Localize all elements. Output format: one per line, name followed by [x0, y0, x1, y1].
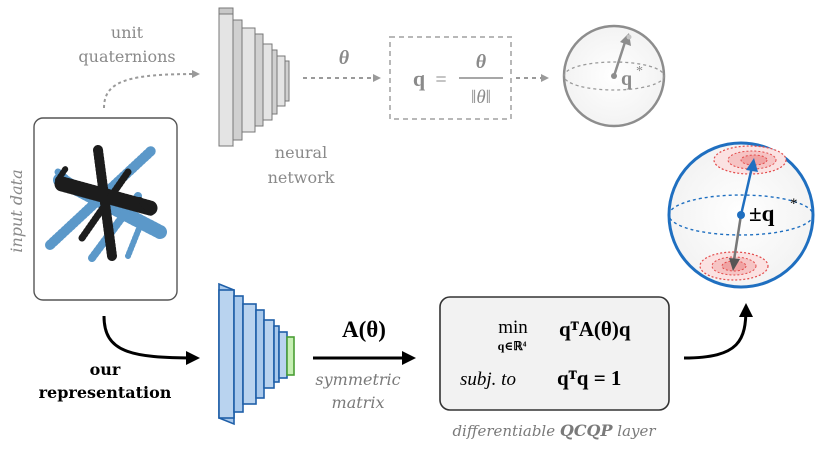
- qcqp-min: min: [498, 317, 528, 338]
- formula-denominator: ‖θ‖: [471, 87, 491, 108]
- neural-network-label-2: network: [268, 168, 335, 187]
- top-sphere: [562, 24, 666, 128]
- result-sphere: [667, 141, 815, 289]
- black-airplane-pointcloud: [54, 145, 158, 261]
- top-sphere-label-sup: *: [636, 64, 643, 79]
- top-sphere-label: q: [621, 68, 632, 90]
- our-label: our: [90, 360, 121, 379]
- theta-label: θ: [339, 47, 350, 69]
- qcqp-layer-caption-prefix: differentiable: [452, 422, 555, 440]
- qcqp-objective: qᵀA(θ)q: [559, 317, 631, 341]
- formula-numerator: θ: [476, 51, 487, 73]
- qcqp-subject-to: subj. to: [460, 369, 516, 390]
- formula-equals: =: [435, 69, 446, 91]
- bottom-neural-network: [218, 282, 295, 426]
- representation-label: representation: [39, 383, 172, 402]
- unit-quaternions-label-2: quaternions: [78, 47, 175, 66]
- A-theta-label: A(θ): [342, 317, 386, 342]
- formula-q: q: [413, 66, 426, 91]
- qcqp-constraint: qᵀq = 1: [557, 366, 621, 390]
- qcqp-layer-caption-suffix: layer: [617, 422, 656, 440]
- top-dashed-arrow: [103, 70, 200, 109]
- unit-quaternions-label-1: unit: [111, 23, 144, 42]
- qcqp-output-arrow: [683, 303, 753, 360]
- matrix-label: matrix: [332, 393, 385, 412]
- symmetric-label: symmetric: [315, 370, 400, 389]
- qcqp-min-subscript: q∈ℝ⁴: [498, 339, 527, 353]
- our-representation-arrow: [102, 315, 200, 365]
- qcqp-layer-caption: differentiable QCQP layer: [452, 421, 656, 440]
- result-sphere-label-sup: *: [790, 196, 798, 212]
- qcqp-layer-box: [439, 296, 670, 411]
- neural-network-label-1: neural: [275, 143, 327, 162]
- top-neural-network: [218, 7, 290, 147]
- result-sphere-label: ±q: [749, 201, 775, 226]
- qcqp-layer-caption-bold: QCQP: [560, 421, 614, 440]
- input-data-label: input data: [7, 169, 26, 252]
- normalization-box: [389, 36, 512, 120]
